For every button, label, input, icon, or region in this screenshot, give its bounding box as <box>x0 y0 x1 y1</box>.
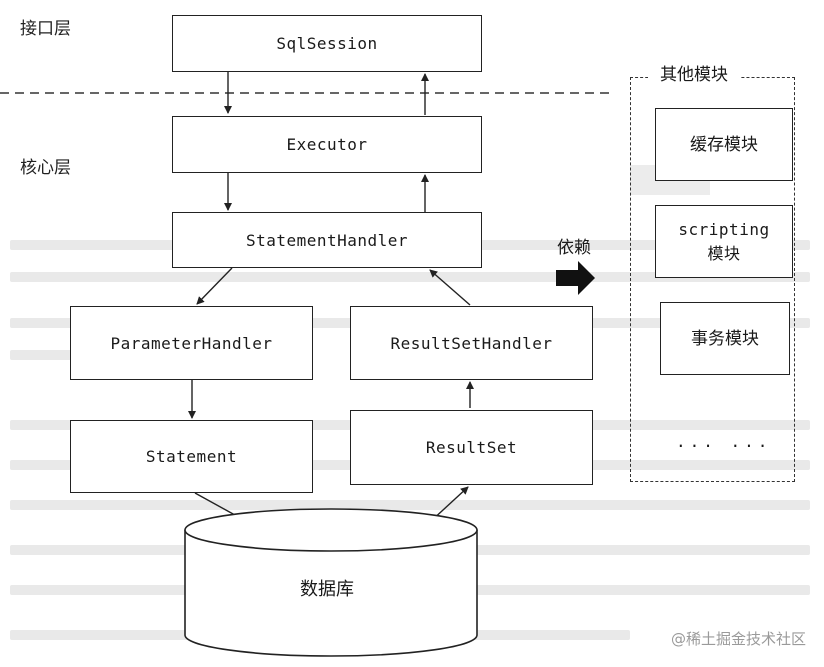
dependency-arrow-icon <box>556 261 595 295</box>
transaction-module-box: 事务模块 <box>660 302 790 375</box>
database-label: 数据库 <box>300 579 354 600</box>
cache-module-box: 缓存模块 <box>655 108 793 181</box>
other-modules-title: 其他模块 <box>648 60 740 85</box>
core-layer-label: 核心层 <box>20 158 71 178</box>
scripting-module-box: scripting 模块 <box>655 205 793 278</box>
result-set-box: ResultSet <box>350 410 593 485</box>
watermark: @稀土掘金技术社区 <box>670 630 806 648</box>
arrow-resultsethandler-to-statementhandler <box>429 269 471 306</box>
more-modules-ellipsis: ... ... <box>676 432 772 451</box>
arrow-statementhandler-to-parameterhandler <box>196 267 233 305</box>
database-cylinder <box>184 508 478 657</box>
interface-layer-label: 接口层 <box>20 19 71 39</box>
scripting-module-label: scripting 模块 <box>678 219 770 263</box>
executor-box: Executor <box>172 116 482 173</box>
parameter-handler-box: ParameterHandler <box>70 306 313 380</box>
dependency-label: 依赖 <box>557 238 591 258</box>
statement-box: Statement <box>70 420 313 493</box>
sql-session-box: SqlSession <box>172 15 482 72</box>
result-set-handler-box: ResultSetHandler <box>350 306 593 380</box>
statement-handler-box: StatementHandler <box>172 212 482 268</box>
